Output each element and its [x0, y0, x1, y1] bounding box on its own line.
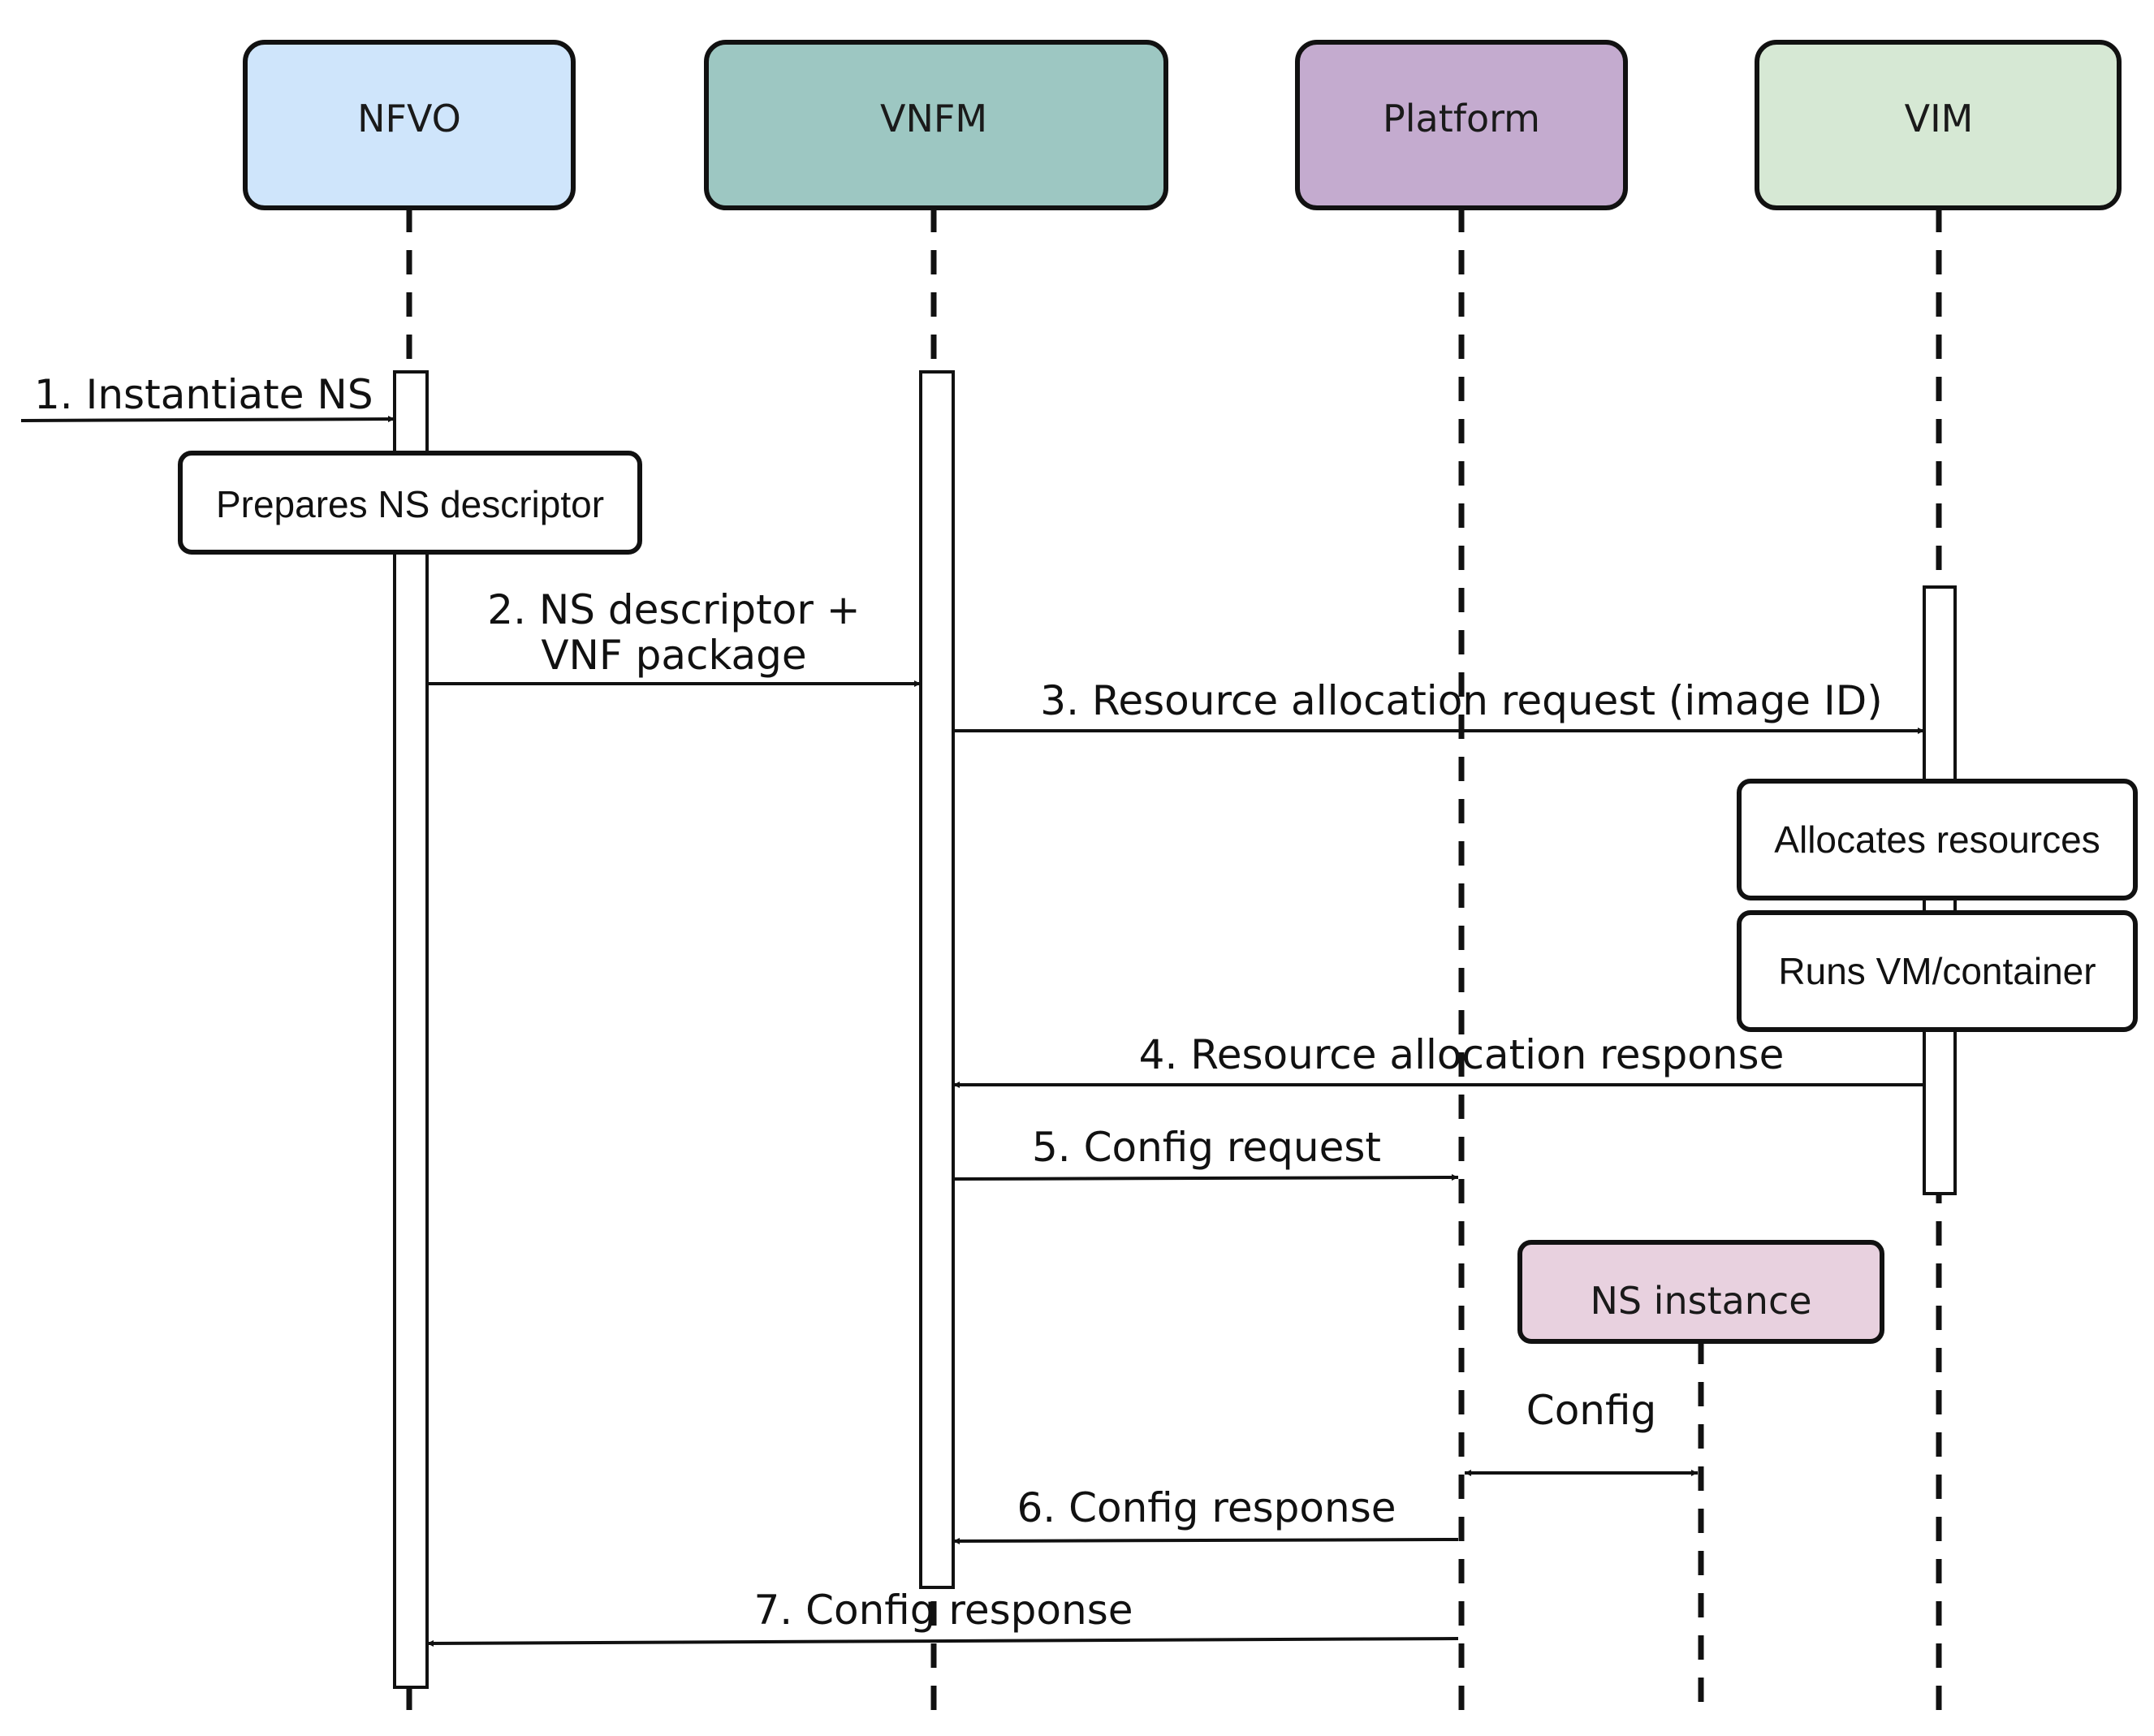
actors: NFVO VNFM Platform VIM NS instance [243, 40, 2122, 1344]
message-4-resource-allocation-response: 4. Resource allocation response [953, 1031, 1924, 1088]
message-2-ns-descriptor: 2. NS descriptor + VNF package [427, 586, 921, 687]
message-label-config: Config [1526, 1387, 1656, 1434]
message-label-1: 1. Instantiate NS [34, 371, 373, 418]
actor-nfvo: NFVO [243, 40, 576, 210]
message-7-config-response: 7. Config response [426, 1587, 1459, 1647]
message-label-7: 7. Config response [753, 1587, 1133, 1634]
note-allocates-resources: Allocates resources [1737, 779, 2138, 900]
actor-label-vnfm: VNFM [880, 97, 987, 140]
message-label-4: 4. Resource allocation response [1139, 1031, 1785, 1078]
lifelines [406, 208, 1942, 1723]
activation-vnfm [919, 370, 955, 1589]
message-label-3: 3. Resource allocation request (image ID… [1040, 677, 1882, 724]
actor-label-ns-instance: NS instance [1590, 1279, 1811, 1323]
note-prepares-ns-descriptor: Prepares NS descriptor [178, 451, 642, 555]
actor-vim: VIM [1755, 40, 2122, 210]
notes: Prepares NS descriptor Allocates resourc… [178, 451, 2138, 1032]
actor-label-nfvo: NFVO [357, 97, 461, 140]
actor-vnfm: VNFM [704, 40, 1168, 210]
actor-platform: Platform [1295, 40, 1628, 210]
message-6-config-response: 6. Config response [952, 1484, 1459, 1544]
actor-label-vim: VIM [1905, 97, 1974, 140]
actor-ns-instance: NS instance [1517, 1240, 1884, 1344]
message-label-2-line-2: VNF package [541, 632, 806, 679]
actor-label-platform: Platform [1383, 97, 1540, 140]
activation-nfvo [393, 370, 429, 1689]
note-label-runs-vm-container: Runs VM/container [1778, 950, 2096, 992]
message-config: Config [1465, 1387, 1698, 1476]
message-label-2-line-1: 2. NS descriptor + [487, 586, 860, 633]
message-3-resource-allocation-request: 3. Resource allocation request (image ID… [953, 677, 1924, 734]
message-5-config-request: 5. Config request [952, 1124, 1459, 1181]
message-label-5: 5. Config request [1032, 1124, 1381, 1171]
note-label-allocates-resources: Allocates resources [1774, 818, 2100, 861]
note-runs-vm-container: Runs VM/container [1737, 910, 2138, 1032]
messages: 1. Instantiate NS 2. NS descriptor + VNF… [20, 371, 1924, 1647]
message-label-6: 6. Config response [1017, 1484, 1396, 1531]
note-label-prepares-ns-descriptor: Prepares NS descriptor [216, 483, 604, 525]
message-1-instantiate-ns: 1. Instantiate NS [20, 371, 395, 423]
